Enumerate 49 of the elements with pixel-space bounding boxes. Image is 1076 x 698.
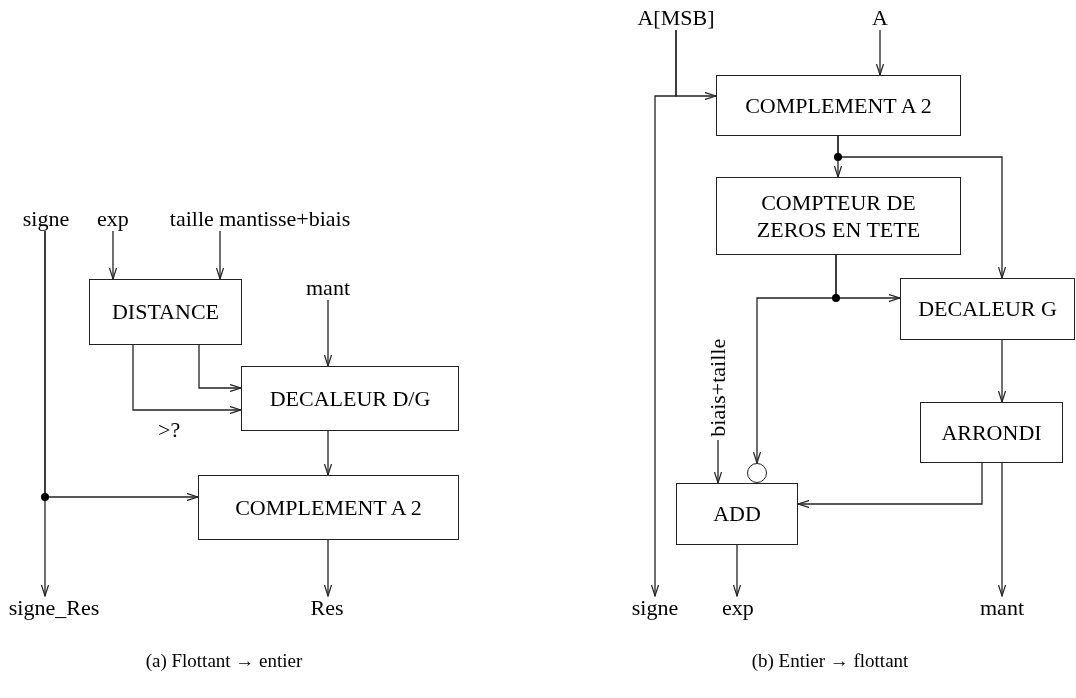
block-label: DISTANCE	[112, 298, 219, 326]
arrow	[650, 29, 677, 597]
signal-label: taille mantisse+biais	[169, 205, 351, 233]
block-box	[198, 475, 459, 540]
block-box	[716, 75, 961, 136]
signal-label: signe	[631, 594, 679, 622]
arrow	[837, 135, 1007, 279]
arrow	[44, 230, 199, 502]
block-label: DECALEUR D/G	[269, 384, 431, 413]
arrow	[752, 254, 837, 464]
signal-label: exp	[722, 594, 754, 622]
arrow	[797, 462, 983, 509]
arrow	[732, 544, 742, 597]
signal-label: biais+taille	[704, 338, 732, 437]
arrow	[323, 430, 333, 476]
block-box	[920, 402, 1063, 463]
signal-label: exp	[97, 205, 129, 233]
arrow	[323, 299, 333, 367]
arrow	[215, 230, 225, 280]
signal-label: signe	[22, 205, 70, 233]
signal-label: A	[872, 4, 888, 32]
arrow	[713, 439, 723, 484]
block-box	[900, 278, 1075, 340]
caption: (a) Flottant → entier	[145, 650, 303, 672]
arrow	[997, 462, 1007, 597]
block-label: COMPTEUR DE ZEROS EN TETE	[755, 188, 922, 244]
arrow	[875, 29, 885, 76]
arrow	[132, 344, 242, 415]
block-label: COMPLEMENT A 2	[235, 493, 422, 522]
arrow	[997, 339, 1007, 403]
edge-label: >?	[158, 417, 181, 443]
arrow	[198, 344, 242, 393]
signal-label: mant	[306, 274, 350, 302]
block-box	[89, 279, 242, 345]
block-box	[241, 366, 459, 431]
block-label: ARRONDI	[941, 418, 1042, 447]
block-box	[676, 483, 798, 545]
block-label: COMPLEMENT A 2	[745, 91, 932, 120]
caption: (b) Entier → flottant	[751, 650, 909, 672]
block-label: ADD	[713, 500, 761, 528]
signal-label: mant	[980, 594, 1024, 622]
inverter-bubble	[747, 463, 767, 483]
arrow	[323, 539, 333, 597]
block-label: DECALEUR G	[918, 295, 1057, 323]
arrow	[108, 230, 118, 280]
signal-label: Res	[310, 594, 344, 622]
signal-label: A[MSB]	[637, 4, 715, 32]
signal-label: signe_Res	[8, 594, 100, 622]
block-box	[716, 177, 961, 255]
